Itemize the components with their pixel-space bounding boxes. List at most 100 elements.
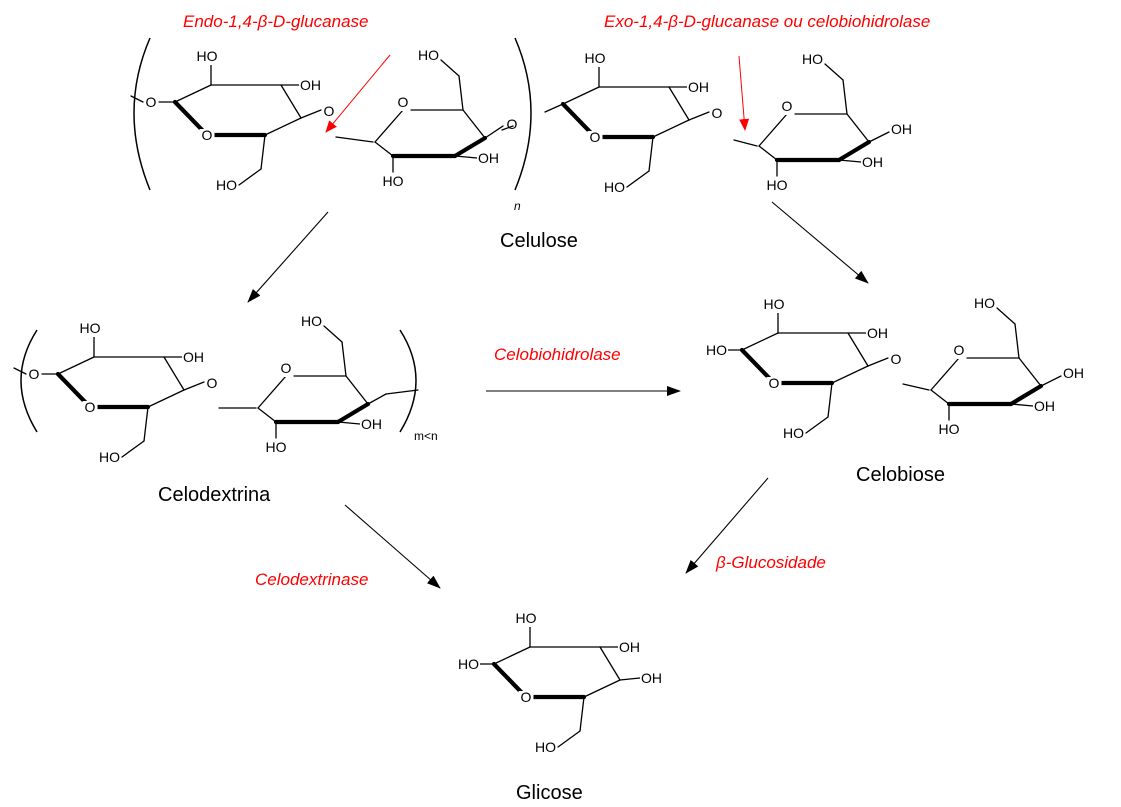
bond [847, 332, 869, 367]
bond [337, 421, 361, 425]
hydroxyl-group: OH [891, 121, 912, 137]
hydroxyl-group: HO [383, 173, 404, 189]
atom-label-background [972, 297, 996, 312]
celodextrin-brackets [20, 329, 417, 433]
atom-label-background [866, 327, 890, 342]
atom-label-background [1033, 400, 1057, 415]
glycosidic-oxygen: O [712, 105, 723, 121]
bond [652, 119, 690, 138]
hydroxymethyl-group: HO [802, 51, 823, 67]
bond [462, 109, 486, 139]
endo-cleavage-arrow [325, 54, 391, 133]
bond [827, 382, 833, 418]
atom-label-background [204, 377, 220, 392]
hydroxyl-group: OH [361, 416, 382, 432]
hydroxyl-group: OH [619, 639, 640, 655]
ring-oxygen: O [85, 399, 96, 415]
bond [996, 307, 1016, 325]
bond [323, 325, 343, 343]
bond [143, 406, 149, 442]
atom-label-background [182, 351, 206, 366]
hydroxyl-group: HO [585, 50, 606, 66]
bond [562, 86, 600, 105]
hydroxyl-group: OH [862, 154, 883, 170]
atom-label-background [395, 96, 411, 111]
bond [458, 75, 464, 111]
atom-label-background [709, 107, 725, 122]
glycosidic-oxygen: O [29, 366, 40, 382]
glycosidic-oxygen: O [146, 94, 157, 110]
bond [484, 125, 504, 139]
arrow-cellobiose-to-glucose [685, 477, 769, 574]
atom-label-background [861, 156, 885, 171]
atom-label-background [514, 612, 538, 627]
bond [544, 103, 564, 113]
atom-label-background [26, 368, 42, 383]
bond [57, 356, 95, 375]
ring-oxygen: O [769, 375, 780, 391]
bond [238, 168, 262, 186]
arrow-cellulose-to-celodextrin [247, 211, 329, 303]
bond [374, 141, 394, 157]
bond [930, 389, 950, 405]
bond [1014, 323, 1020, 359]
atom-label-background [456, 658, 480, 673]
atom-label-background [416, 49, 440, 64]
bond [280, 84, 302, 119]
enzyme-label-endo: Endo-1,4-β-D-glucanase [183, 12, 368, 31]
hydroxyl-group: HO [764, 296, 785, 312]
enzyme-label-exo: Exo-1,4-β-D-glucanase ou celobiohidrolas… [604, 12, 930, 31]
bond [668, 86, 690, 121]
atom-label-background [687, 81, 711, 96]
hydroxyl-group: HO [939, 421, 960, 437]
atom-label-background [766, 377, 782, 392]
bond [345, 375, 369, 405]
atom-label-background [321, 105, 337, 120]
bond [1040, 375, 1062, 387]
atom-label-background [504, 118, 520, 133]
bond [385, 389, 419, 395]
atom-label-background [264, 441, 288, 456]
bond [579, 696, 585, 732]
bond [130, 95, 144, 103]
atom-label-background [518, 691, 534, 706]
bond [619, 677, 641, 681]
bond [867, 357, 889, 367]
bond [838, 159, 862, 163]
glycosidic-oxygen: O [891, 351, 902, 367]
bond [174, 84, 212, 103]
glycosidic-oxygen: O [207, 375, 218, 391]
atom-label-background [762, 298, 786, 313]
atom-label-background [781, 427, 805, 442]
compound-name-cellobiose: Celobiose [856, 464, 945, 486]
bond [842, 79, 848, 115]
bond [831, 365, 869, 384]
bond [626, 170, 650, 188]
bond [335, 136, 374, 143]
hydroxyl-group: OH [300, 77, 321, 93]
hydroxyl-group: OH [688, 79, 709, 95]
bond [501, 125, 514, 131]
hydroxyl-group: OH [1034, 398, 1055, 414]
bond [824, 63, 844, 81]
atom-label-background [299, 315, 323, 330]
bond [648, 136, 654, 172]
hydroxymethyl-group: HO [604, 179, 625, 195]
bond [493, 646, 531, 665]
ring-oxygen: O [521, 689, 532, 705]
bond [930, 357, 960, 391]
atom-label-background [199, 129, 215, 144]
bond [805, 416, 829, 434]
hydroxyl-group: HO [706, 342, 727, 358]
bond [257, 375, 287, 409]
bond [374, 109, 404, 143]
bond [758, 113, 788, 147]
bond [557, 730, 581, 748]
hydroxyl-group: HO [767, 177, 788, 193]
hydroxyl-group: OH [641, 670, 662, 686]
enzyme-label-celodextrinase: Celodextrinase [255, 570, 368, 589]
bond [1008, 383, 1044, 407]
bond [335, 401, 371, 425]
